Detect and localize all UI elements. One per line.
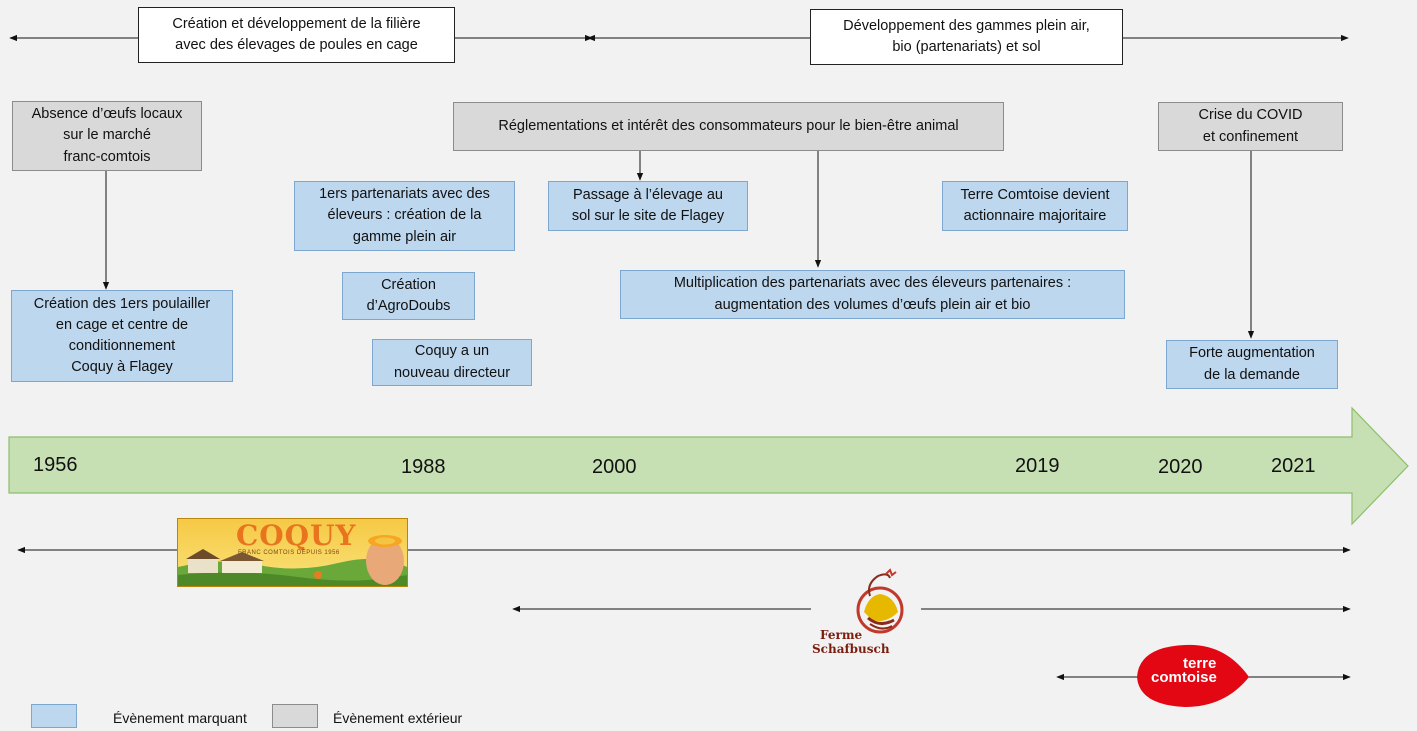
year-2019: 2019: [1015, 455, 1060, 477]
legend-key-swatch: [31, 704, 77, 728]
ferme-schafbusch-logo: Ferme Schafbusch: [808, 566, 918, 662]
coquy-logo: COQUY FRANC COMTOIS DEPUIS 1956: [177, 518, 408, 587]
year-2000: 2000: [592, 456, 637, 478]
terre-comtoise-shape: [1137, 644, 1249, 707]
legend-external-label: Évènement extérieur: [333, 710, 463, 726]
event-multiplication: Multiplication des partenariats avec des…: [620, 270, 1125, 319]
coquy-subtitle: FRANC COMTOIS DEPUIS 1956: [238, 550, 340, 556]
event-absence: Absence d’œufs locaux sur le marché fran…: [12, 101, 202, 171]
period-left-box: Création et développement de la filière …: [138, 7, 455, 63]
year-1956: 1956: [33, 454, 78, 476]
terre-comtoise-logo: terre comtoise: [1133, 643, 1251, 709]
event-agrodoubs: Création d’AgroDoubs: [342, 272, 475, 320]
year-2020: 2020: [1158, 456, 1203, 478]
legend-key-label: Évènement marquant: [113, 710, 247, 726]
period-right-box: Développement des gammes plein air, bio …: [810, 9, 1123, 65]
terre-line2: comtoise: [1151, 669, 1217, 686]
timeline-arrow: [8, 406, 1409, 526]
legend-external-swatch: [272, 704, 318, 728]
terre-line1: terre: [1183, 655, 1217, 672]
event-reglementations: Réglementations et intérêt des consommat…: [453, 102, 1004, 151]
year-1988: 1988: [401, 456, 446, 478]
event-covid: Crise du COVID et confinement: [1158, 102, 1343, 151]
event-creation-poulailler: Création des 1ers poulailler en cage et …: [11, 290, 233, 382]
coquy-logo-graphic: [178, 519, 407, 586]
ferme-line1: Ferme: [820, 628, 863, 642]
event-demande: Forte augmentation de la demande: [1166, 340, 1338, 389]
event-directeur: Coquy a un nouveau directeur: [372, 339, 532, 386]
ferme-line2: Schafbusch: [812, 642, 890, 656]
event-partenariats: 1ers partenariats avec des éleveurs : cr…: [294, 181, 515, 251]
event-terre-comtoise: Terre Comtoise devient actionnaire major…: [942, 181, 1128, 231]
coquy-title: COQUY: [236, 519, 357, 552]
year-2021: 2021: [1271, 455, 1316, 477]
ferme-hen-icon: [856, 568, 904, 634]
event-sol: Passage à l’élevage au sol sur le site d…: [548, 181, 748, 231]
